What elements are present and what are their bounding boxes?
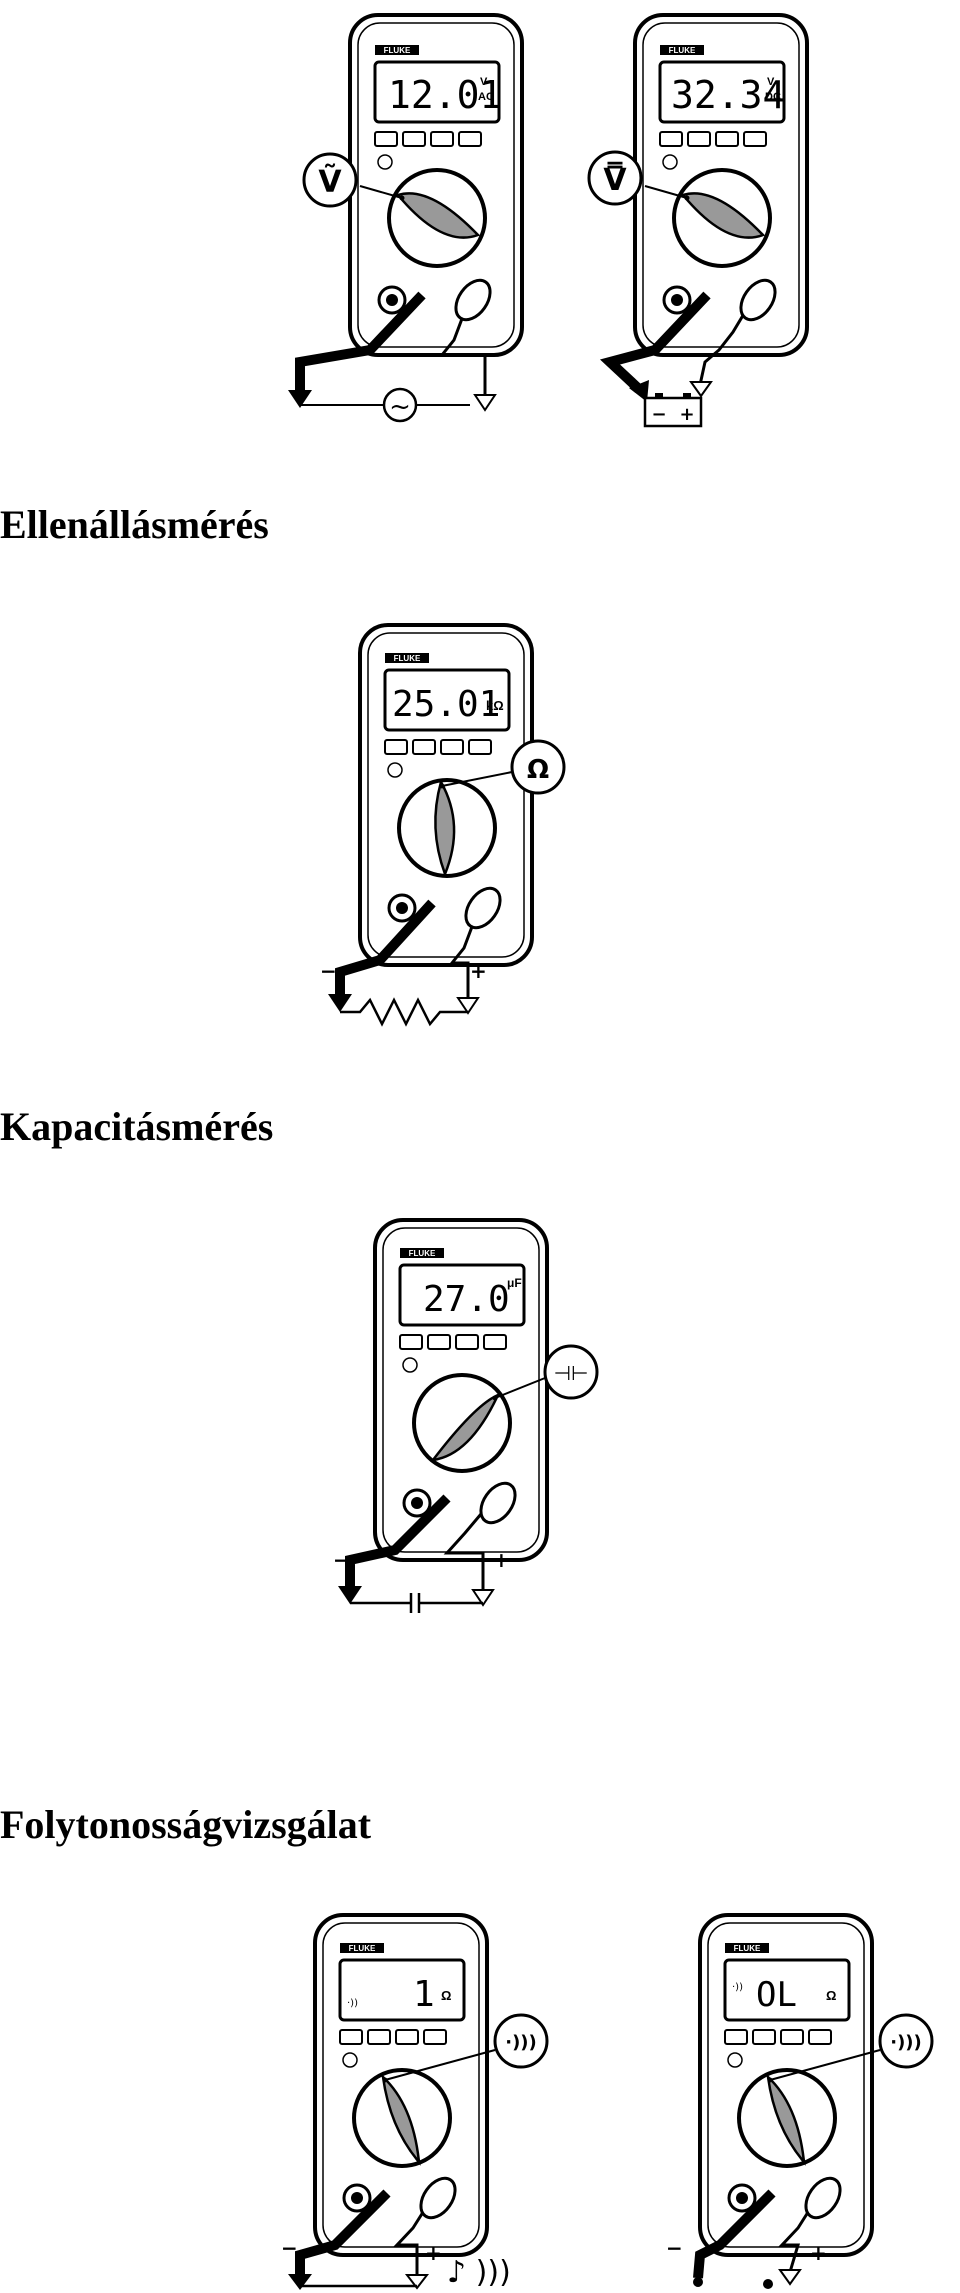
callout-symbol: ·))) [505,2032,537,2053]
resistor-icon [340,997,468,1027]
function-callout [510,739,566,795]
battery-icon [643,396,703,428]
callout-symbol: ⊣⊢ [554,1361,589,1385]
display-unit-bottom: AC [478,91,494,103]
heading-resistance: Ellenállásmérés [0,502,269,547]
display-unit: Ω [826,1988,836,2003]
display-unit-top: V [480,76,488,88]
probe-minus: − [320,959,337,983]
battery-plus: + [679,404,694,425]
function-callout [587,150,643,206]
multimeter-dc-voltage: FLUKE 32.34 V DC V̿ − + [587,13,809,428]
callout-symbol: Ω [527,755,549,785]
heading-capacitance: Kapacitásmérés [0,1104,274,1149]
probe-minus: − [666,2236,683,2260]
multimeter-resistance: FLUKE 25.01 kΩ Ω − + [320,623,566,1027]
callout-symbol: Ṽ [318,163,342,200]
beep-sound-icon: ♪ ))) [447,2255,511,2290]
probe-plus: + [425,2241,442,2265]
battery-minus: − [651,404,666,425]
probe-plus: + [810,2241,827,2265]
heading-continuity: Folytonosságvizsgálat [0,1802,372,1847]
display-reading: 27.0 [423,1279,510,1320]
display-reading: OL [756,1975,797,2015]
display-reading: 1 [413,1974,435,2015]
probe-plus: + [470,959,487,983]
function-callout [878,2013,934,2069]
brand-logo: FLUKE [669,46,696,55]
display-reading: 32.34 [671,73,785,117]
probe-plus: + [493,1548,510,1572]
display-unit: μF [507,1276,522,1290]
function-callout [302,152,358,208]
brand-logo: FLUKE [384,46,411,55]
display-unit-bottom: DC [765,91,781,103]
display-unit: kΩ [486,698,504,713]
brand-logo: FLUKE [734,1944,761,1953]
capacitor-icon [350,1593,483,1613]
probe-minus: − [333,1548,350,1572]
multimeter-ac-voltage: FLUKE 12.01 V AC Ṽ ~ [288,13,524,423]
display-reading: 25.01 [392,684,500,725]
display-beeper-icon: ·)) [732,1982,743,1993]
callout-symbol: V̿ [603,162,627,198]
multimeter-continuity-short: FLUKE ·)) 1 Ω ·))) − + ♪ ))) [281,1913,549,2290]
display-unit-top: V [767,76,775,88]
brand-logo: FLUKE [349,1944,376,1953]
multimeter-continuity-open: FLUKE ·)) OL Ω ·))) − + [666,1913,934,2289]
callout-symbol: ·))) [890,2032,922,2053]
probe-minus: − [281,2236,298,2260]
display-unit: Ω [441,1988,451,2003]
brand-logo: FLUKE [394,654,421,663]
function-callout [543,1344,599,1400]
ac-source-symbol: ~ [389,392,411,422]
display-beeper-icon: ·)) [347,1998,358,2009]
function-callout [493,2013,549,2069]
multimeter-capacitance: FLUKE 27.0 μF ⊣⊢ − + [333,1218,599,1613]
display-reading: 12.01 [388,73,502,117]
brand-logo: FLUKE [409,1249,436,1258]
